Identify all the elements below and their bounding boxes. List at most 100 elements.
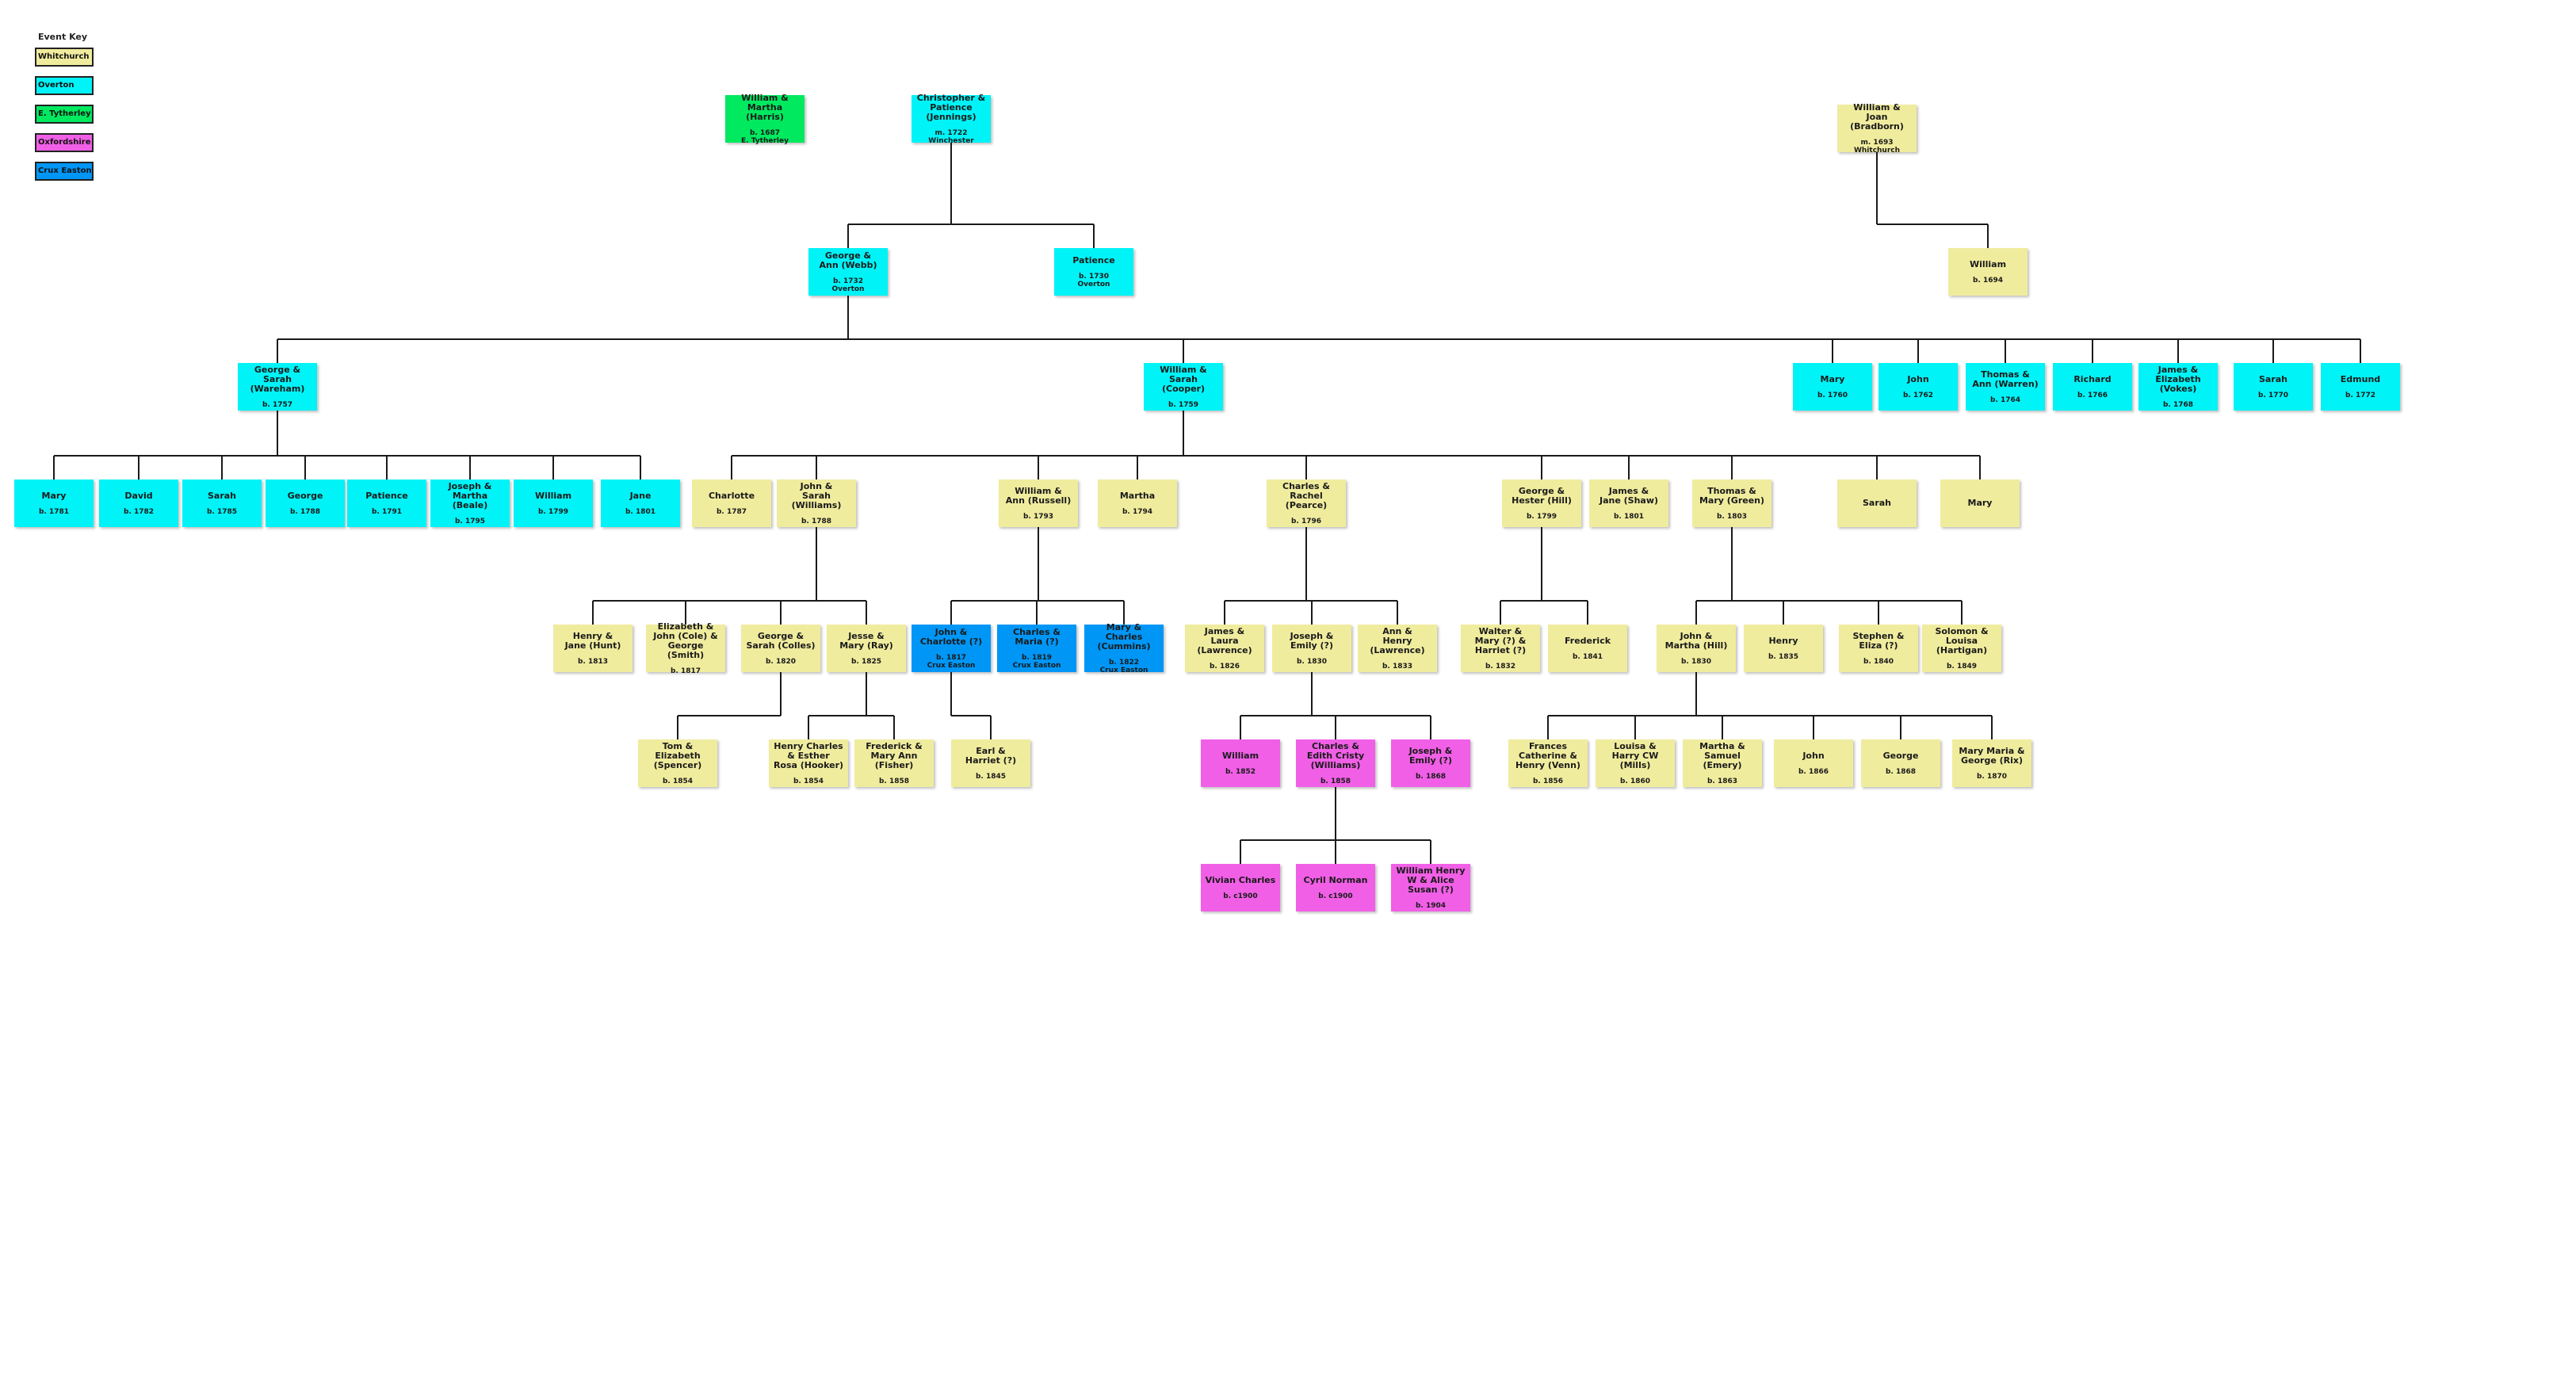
- person-date: b. 1801: [625, 507, 656, 516]
- person-date: b. 1813: [577, 657, 609, 666]
- person-name: Joseph & Emily (?): [1290, 630, 1334, 651]
- person-date: b. 1822: [1108, 658, 1140, 667]
- person-date: b. 1904: [1415, 901, 1447, 910]
- person-date: b. 1801: [1613, 512, 1645, 521]
- person-card-george-hester: George & Hester (Hill)b. 1799: [1502, 480, 1581, 527]
- person-name: George & Sarah (Wareham): [250, 364, 305, 394]
- person-name: Cyril Norman: [1303, 874, 1368, 885]
- person-card-frances: Frances Catherine & Henry (Venn) b. 1856: [1508, 739, 1588, 787]
- person-name: William & Joan (Bradborn): [1850, 101, 1904, 132]
- person-date: b. 1832: [1485, 662, 1516, 671]
- person-name: John: [1907, 373, 1929, 384]
- person-name: Jesse & Mary (Ray): [839, 630, 893, 651]
- person-name: William & Sarah (Cooper): [1160, 364, 1207, 394]
- person-name: William: [1221, 750, 1259, 761]
- person-name: Mary & Charles (Cummins): [1097, 621, 1151, 651]
- person-date: b. 1770: [2257, 391, 2289, 399]
- person-date: b. 1858: [1320, 777, 1351, 785]
- person-date: b. 1694: [1972, 276, 2004, 285]
- person-card-richard: Richard b. 1766: [2053, 363, 2132, 411]
- person-name: Jane: [629, 490, 652, 501]
- person-date: b. 1835: [1768, 652, 1799, 661]
- person-date: b. 1863: [1707, 777, 1738, 785]
- key-item-overton: Overton: [35, 76, 94, 95]
- person-card-jesse-mary: Jesse & Mary (Ray) b. 1825: [827, 625, 906, 672]
- person-date: b. 1796: [1290, 517, 1322, 525]
- person-card-william-ann: William & Ann (Russell)b. 1793: [999, 480, 1078, 527]
- person-date: b. 1856: [1532, 777, 1564, 785]
- person-card-george-sarah: George & Sarah (Wareham)b. 1757: [238, 363, 317, 411]
- person-date: b. 1787: [716, 507, 747, 516]
- person-name: Henry Charles & Esther Rosa (Hooker): [773, 740, 844, 770]
- person-card-charles-rachel: Charles & Rachel (Pearce)b. 1796: [1267, 480, 1346, 527]
- person-name: Louisa & Harry CW (Mills): [1611, 740, 1659, 770]
- person-card-stephen: Stephen & Eliza (?)b. 1840: [1839, 625, 1918, 672]
- person-name: George & Hester (Hill): [1512, 485, 1572, 506]
- person-card-james-eliz: James & Elizabeth (Vokes)b. 1768: [2138, 363, 2218, 411]
- person-date: b. 1860: [1619, 777, 1651, 785]
- person-date: b. 1730: [1078, 272, 1110, 281]
- person-name: Henry: [1768, 635, 1798, 646]
- person-card-charles-edith: Charles & Edith Cristy (Williams)b. 1858: [1296, 739, 1375, 787]
- key-item-crux-easton: Crux Easton: [35, 162, 94, 181]
- person-card-george-sarah-c: George & Sarah (Colles)b. 1820: [741, 625, 820, 672]
- person-card-john-sarah: John & Sarah (Williams)b. 1788: [777, 480, 856, 527]
- person-card-henry-jane: Henry & Jane (Hunt)b. 1813: [553, 625, 633, 672]
- person-card-joseph-emily-ox: Joseph & Emily (?)b. 1868: [1391, 739, 1470, 787]
- person-date: b. 1799: [537, 507, 569, 516]
- person-name: Solomon & Louisa (Hartigan): [1935, 625, 1989, 655]
- person-name: Frances Catherine & Henry (Venn): [1515, 740, 1580, 770]
- person-name: Mary Maria & George (Rix): [1959, 745, 2025, 766]
- person-date: b. 1793: [1022, 512, 1054, 521]
- person-date: b. 1766: [2077, 391, 2108, 399]
- person-card-henry-1835: Henry b. 1835: [1744, 625, 1823, 672]
- person-name: John & Charlotte (?): [919, 626, 983, 647]
- person-date: b. 1732: [832, 277, 864, 285]
- person-date: b. 1826: [1209, 662, 1240, 671]
- person-place: E. Tytherley: [741, 136, 789, 145]
- person-name: David: [124, 490, 153, 501]
- person-date: b. 1795: [454, 517, 486, 525]
- person-place: Winchester: [928, 136, 974, 145]
- person-name: Richard: [2073, 373, 2112, 384]
- person-date: b. 1825: [850, 657, 882, 666]
- person-date: m. 1693: [1860, 138, 1894, 147]
- person-card-henry-charles: Henry Charles & Esther Rosa (Hooker)b. 1…: [769, 739, 848, 787]
- person-name: Joseph & Martha (Beale): [448, 480, 492, 510]
- person-name: Martha & Samuel (Emery): [1699, 740, 1745, 770]
- person-name: Earl & Harriet (?): [965, 745, 1017, 766]
- person-name: Vivian Charles: [1205, 874, 1276, 885]
- person-card-frederick-mary: Frederick & Mary Ann (Fisher)b. 1858: [854, 739, 934, 787]
- person-date: b. 1785: [206, 507, 238, 516]
- person-date: b. 1782: [123, 507, 155, 516]
- person-date: b. 1833: [1382, 662, 1413, 671]
- person-name: Patience: [365, 490, 408, 501]
- person-card-sarah-w: Sarah: [1837, 480, 1917, 527]
- person-card-martha-samuel: Martha & Samuel (Emery) b. 1863: [1683, 739, 1762, 787]
- person-date: b. 1849: [1946, 662, 1978, 671]
- person-card-john-martha: John & Martha (Hill)b. 1830: [1657, 625, 1736, 672]
- person-place: Overton: [1077, 280, 1110, 288]
- person-card-sarah-1770: Sarah b. 1770: [2234, 363, 2313, 411]
- person-name: Sarah: [2258, 373, 2288, 384]
- person-card-william-henry: William Henry W & Alice Susan (?) b. 1904: [1391, 864, 1470, 911]
- event-key-title: Event Key: [38, 32, 88, 42]
- person-place: Crux Easton: [1099, 666, 1148, 674]
- person-name: William Henry W & Alice Susan (?): [1396, 865, 1466, 895]
- person-card-walter: Walter & Mary (?) & Harriet (?)b. 1832: [1461, 625, 1540, 672]
